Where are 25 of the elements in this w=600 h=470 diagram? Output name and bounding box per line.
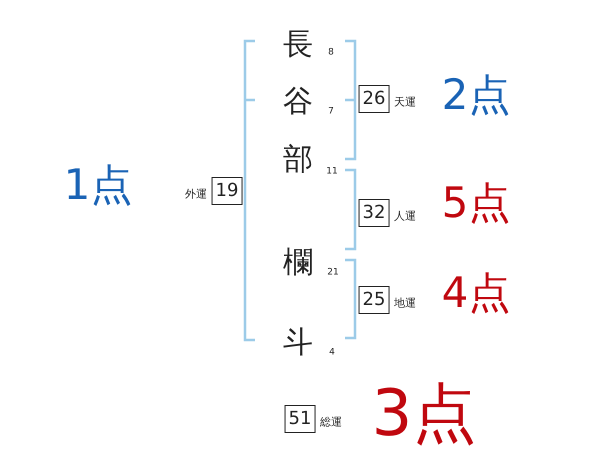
count-box: 51 (284, 405, 316, 433)
score-text: 3点 (372, 382, 476, 446)
stroke-count: 7 (328, 108, 334, 116)
name-character: 部 (283, 145, 313, 175)
fortune-label: 外運 (185, 188, 207, 200)
count-box: 19 (212, 177, 242, 205)
fortune-label: 総運 (320, 416, 342, 428)
stroke-count: 11 (326, 168, 338, 176)
count-box: 25 (358, 286, 390, 314)
score-text: 5点 (442, 182, 510, 224)
fortune-label: 人運 (394, 210, 416, 222)
score-text: 1点 (64, 164, 132, 206)
name-character: 斗 (283, 328, 313, 358)
score-text: 2点 (442, 74, 510, 116)
stroke-count: 21 (327, 268, 339, 278)
count-box: 26 (358, 85, 390, 113)
name-character: 長 (283, 30, 313, 60)
score-text: 4点 (442, 272, 510, 314)
stroke-count: 4 (329, 348, 335, 358)
fortune-label: 地運 (394, 298, 416, 308)
count-box: 32 (358, 199, 390, 227)
name-character: 谷 (283, 87, 313, 117)
stroke-count: 8 (328, 48, 334, 58)
name-character: 欄 (283, 248, 313, 278)
fortune-label: 天運 (394, 96, 416, 108)
